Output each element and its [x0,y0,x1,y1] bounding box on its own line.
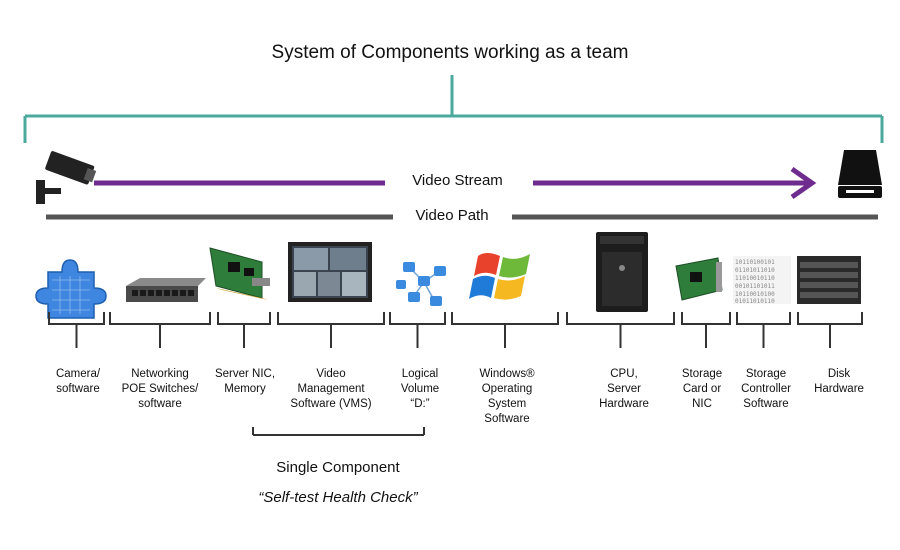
svg-text:00101101011: 00101101011 [735,283,775,290]
component-label-logical-volume: Logical Volume “D:” [400,368,440,410]
component-bracket [797,312,863,348]
hard-drive-icon [838,150,882,198]
video-stream-label: Video Stream [412,172,503,189]
self-test-label: “Self-test Health Check” [258,489,418,506]
storage-card-icon [675,257,723,301]
component-label-server-nic: Server NIC, Memory [214,368,276,395]
component-bracket [217,312,271,348]
team-bracket [23,75,884,143]
video-stream-arrow [94,166,817,200]
component-brackets [48,312,863,348]
windows-logo-icon [469,253,530,300]
component-bracket [736,312,791,348]
component-bracket [109,312,211,348]
svg-text:11010010110: 11010010110 [735,275,775,282]
single-component-bracket [252,427,425,436]
component-bracket [681,312,731,348]
component-bracket [451,312,559,348]
component-label-camera: Camera/ software [55,368,101,395]
svg-text:10110010100: 10110010100 [735,291,775,298]
single-component-label: Single Component [276,459,400,476]
component-label-windows: Windows® Operating System Software [479,368,535,425]
disk-array-icon [797,256,861,304]
server-tower-icon [596,232,648,312]
component-bracket [48,312,105,348]
puzzle-icon [35,259,107,319]
svg-text:10110100101: 10110100101 [735,259,775,266]
vms-screen-icon [288,242,372,302]
component-label-vms: Video Management Software (VMS) [290,368,372,410]
component-bracket [277,312,385,348]
component-label-disk: Disk Hardware [814,368,864,395]
logical-volume-icon [396,262,446,306]
svg-text:01101011010: 01101011010 [735,267,775,274]
component-label-networking: Networking POE Switches/ software [121,368,199,410]
component-label-storage-card: Storage Card or NIC [681,368,723,410]
component-bracket [566,312,675,348]
binary-code-icon: 10110100101 01101011010 11010010110 0010… [733,256,791,305]
security-camera-icon [36,151,97,204]
nic-card-icon [209,247,270,300]
video-path-label: Video Path [415,207,489,224]
network-switch-icon [126,278,206,302]
component-label-cpu-server: CPU, Server Hardware [599,368,649,410]
component-label-storage-controller: Storage Controller Software [741,368,791,410]
component-bracket [389,312,446,348]
title: System of Components working as a team [271,42,629,63]
svg-text:01011010110: 01011010110 [735,298,775,305]
